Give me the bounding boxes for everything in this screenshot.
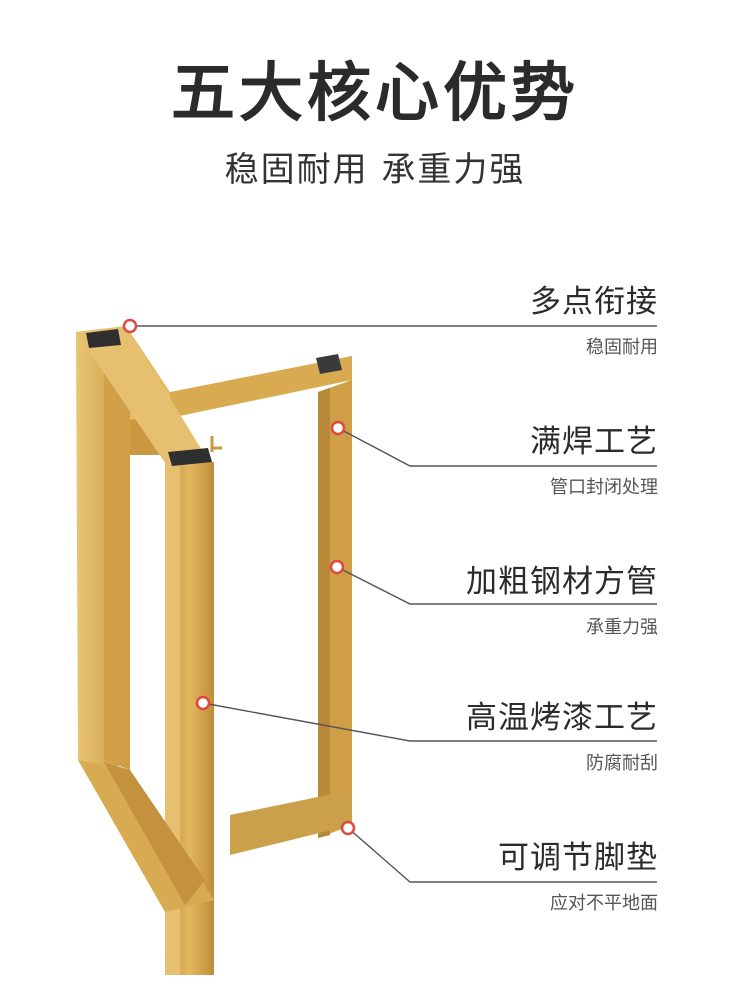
callout-dots	[122, 318, 356, 836]
top-pad-back	[316, 354, 342, 374]
callout-dot-4	[195, 695, 211, 711]
callout-dot-5	[340, 820, 356, 836]
page-subtitle: 稳固耐用 承重力强	[224, 150, 526, 190]
feature-title: 多点衔接	[530, 284, 658, 320]
page-title: 五大核心优势	[171, 57, 579, 131]
feature-multi-point-joint: 多点衔接 稳固耐用	[530, 282, 658, 360]
callout-line-3	[336, 566, 657, 605]
feature-subtitle: 防腐耐刮	[586, 753, 658, 774]
feature-title: 高温烤漆工艺	[466, 700, 658, 736]
callout-dot-3	[329, 559, 345, 575]
top-pad-left	[86, 329, 121, 348]
feature-adjustable-foot-pad: 可调节脚垫 应对不平地面	[498, 838, 658, 916]
callout-dot-2	[330, 420, 346, 436]
feature-subtitle: 应对不平地面	[550, 893, 658, 914]
callout-line-4	[202, 702, 657, 742]
callout-dot-1	[122, 318, 138, 334]
top-pad-front	[168, 448, 212, 466]
callout-lines	[130, 325, 657, 883]
feature-subtitle: 稳固耐用	[586, 337, 658, 358]
feature-title: 满焊工艺	[530, 424, 658, 460]
feature-subtitle: 管口封闭处理	[550, 477, 658, 498]
callout-line-2	[337, 427, 657, 467]
feature-full-welding: 满焊工艺 管口封闭处理	[530, 422, 658, 500]
feature-thick-steel-tube: 加粗钢材方管 承重力强	[466, 562, 658, 640]
callout-line-5	[347, 827, 657, 883]
feature-title: 加粗钢材方管	[466, 564, 658, 600]
feature-subtitle: 承重力强	[586, 617, 658, 638]
feature-title: 可调节脚垫	[498, 840, 658, 876]
front-frame	[76, 326, 222, 975]
feature-baked-paint: 高温烤漆工艺 防腐耐刮	[466, 698, 658, 776]
